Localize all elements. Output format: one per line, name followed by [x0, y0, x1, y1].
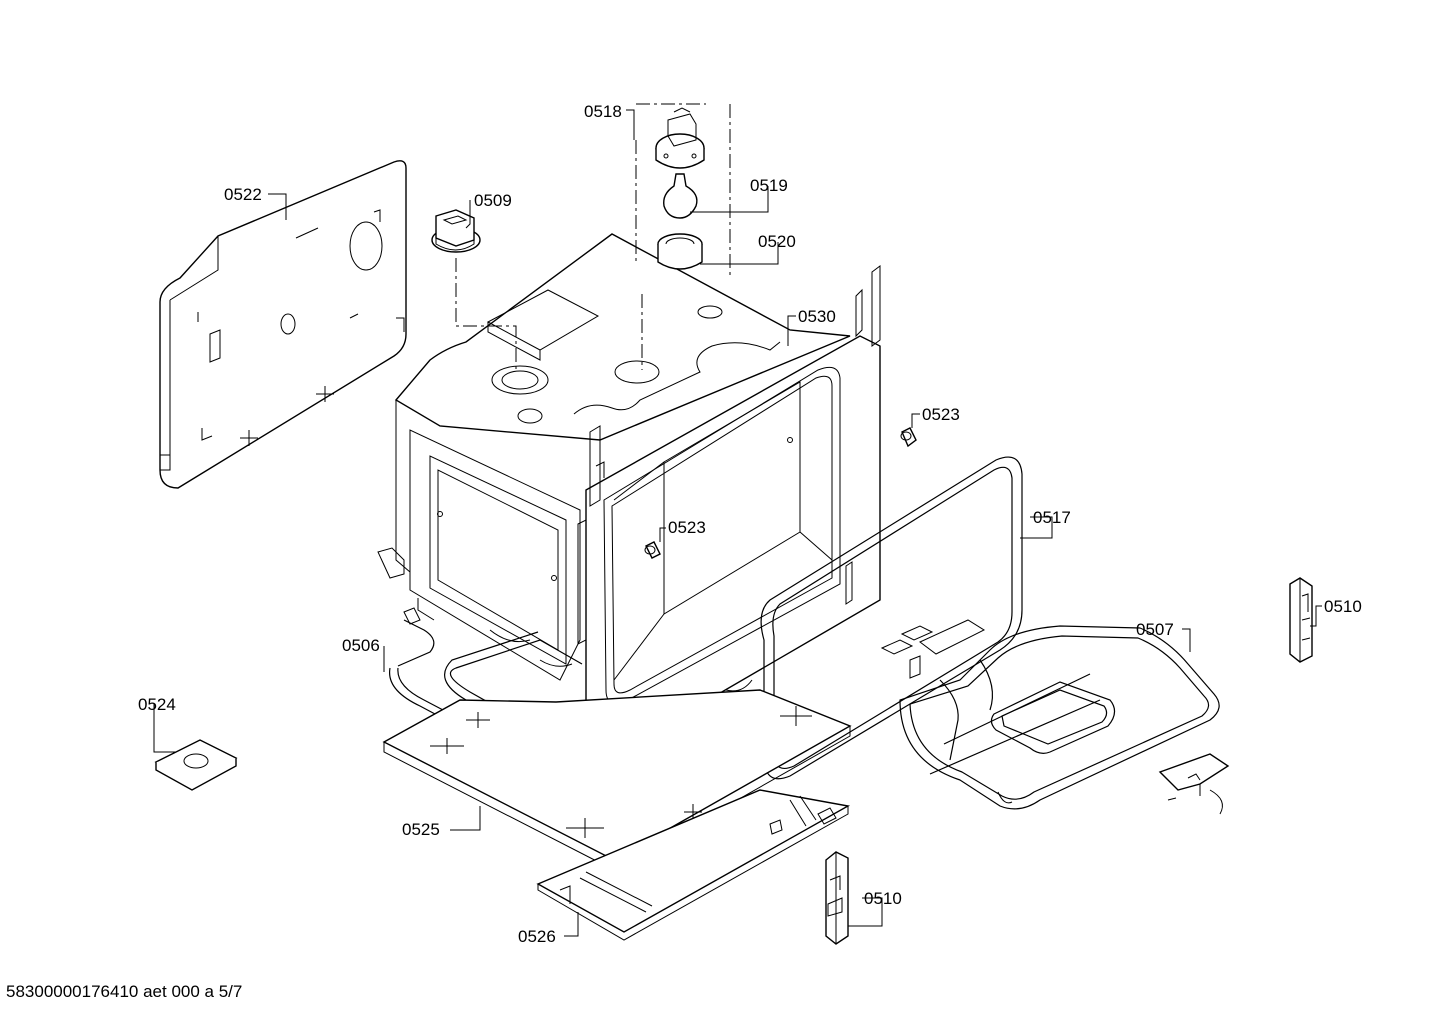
label-0518: 0518: [584, 102, 622, 121]
label-0525: 0525: [402, 820, 440, 839]
label-0523-lower: 0523: [668, 518, 706, 537]
bottom-plate-0526: [536, 789, 851, 941]
assembly-guide-lines: [455, 103, 731, 372]
foam-pad-0524: [154, 739, 238, 791]
label-0509: 0509: [474, 191, 512, 210]
door-seal-0517: [760, 456, 1023, 780]
label-0507: 0507: [1136, 620, 1174, 639]
label-0522: 0522: [224, 185, 262, 204]
label-0520: 0520: [758, 232, 796, 251]
document-code: 58300000176410 aet 000 a 5/7: [6, 982, 243, 1001]
screw-0523-lower: [644, 541, 661, 559]
clip-0510-bottom: [825, 851, 849, 945]
lamp-bulb-0519: [663, 173, 698, 219]
lamp-holder-0518: [655, 107, 705, 169]
label-0506: 0506: [342, 636, 380, 655]
label-0517: 0517: [1033, 508, 1071, 527]
label-0523-upper: 0523: [922, 405, 960, 424]
lamp-ring-0520: [657, 233, 703, 270]
bracket-right-lower: [1158, 753, 1230, 815]
rear-panel-0522: [159, 160, 407, 489]
label-0510-bottom: 0510: [864, 889, 902, 908]
grill-element-0507: [880, 619, 1220, 810]
label-0524: 0524: [138, 695, 176, 714]
leader-lines: [153, 109, 1322, 937]
clip-0510-right: [1289, 577, 1313, 663]
screw-0523-upper: [900, 427, 917, 448]
lamp-cover-0509: [431, 209, 481, 253]
oven-muffle-0530: [377, 233, 881, 765]
label-0519: 0519: [750, 176, 788, 195]
label-0526: 0526: [518, 927, 556, 946]
label-0510-right: 0510: [1324, 597, 1362, 616]
label-0530: 0530: [798, 307, 836, 326]
